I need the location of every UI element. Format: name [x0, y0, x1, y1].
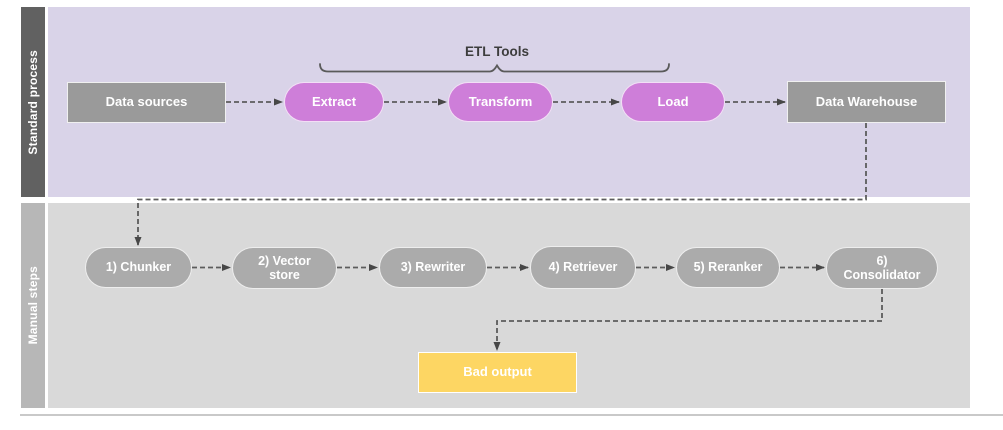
- node-extract: Extract: [284, 82, 384, 122]
- standard-process-lane-header: Standard process: [21, 7, 45, 197]
- node-bad-output: Bad output: [418, 352, 577, 393]
- node-rewriter: 3) Rewriter: [379, 247, 487, 288]
- node-data-sources: Data sources: [67, 82, 226, 123]
- bottom-divider-line: [20, 414, 1003, 416]
- standard-process-lane-label: Standard process: [26, 49, 40, 155]
- node-vector-store: 2) Vector store: [232, 247, 337, 289]
- node-retriever: 4) Retriever: [530, 246, 636, 289]
- node-data-warehouse: Data Warehouse: [787, 81, 946, 123]
- node-reranker: 5) Reranker: [676, 247, 780, 288]
- manual-steps-lane-label: Manual steps: [26, 266, 40, 345]
- node-load: Load: [621, 82, 725, 122]
- node-consolidator: 6) Consolidator: [826, 247, 938, 289]
- node-chunker: 1) Chunker: [85, 247, 192, 288]
- node-transform: Transform: [448, 82, 553, 122]
- etl-tools-group-label: ETL Tools: [465, 44, 529, 59]
- manual-steps-lane-header: Manual steps: [21, 203, 45, 408]
